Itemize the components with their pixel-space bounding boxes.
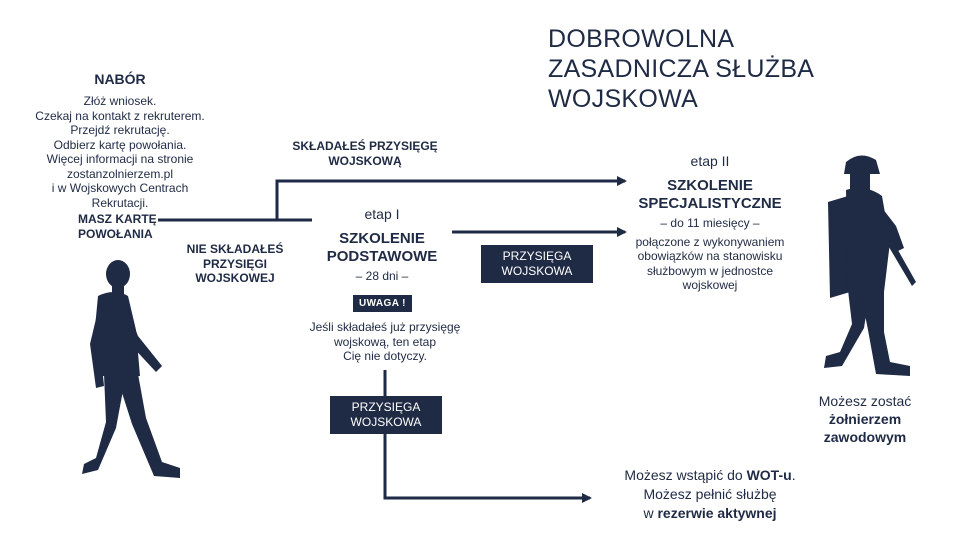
walking-man-silhouette-icon [82,260,180,478]
nabor-step: Odbierz kartę powołania. [53,137,187,152]
title-line-3: WOJSKOWA [548,85,699,113]
connector-to-wot [383,370,592,503]
nabor-steps: Złóż wniosek. Czekaj na kontakt z rekrut… [22,94,218,210]
masz-karte-label: MASZ KARTĘ POWOŁANIA [78,212,157,241]
etap2-duration: – do 11 miesięcy – [660,216,760,230]
page-title: DOBROWOLNA ZASADNICZA SŁUŻBA WOJSKOWA [548,24,868,114]
nabor-block: NABÓR Złóż wniosek. Czekaj na kontakt z … [22,70,218,210]
soldier-silhouette-icon [824,155,916,376]
nie-skladales-label: NIE SKŁADAŁEŚ PRZYSIĘGI WOJSKOWEJ [186,242,284,285]
uwaga-badge: UWAGA ! [353,295,412,312]
outcome-wot: Możesz wstąpić do WOT-u. Możesz pełnić s… [624,467,796,521]
skladales-label: SKŁADAŁEŚ PRZYSIĘGĘ WOJSKOWĄ [292,139,438,168]
nabor-step: Rekrutacji. [91,195,149,210]
etap2-label: etap II [690,153,730,169]
etap2-desc: połączone z wykonywaniem obowiązków na s… [635,234,785,293]
nabor-step: i w Wojskowych Centrach [51,181,189,195]
etap2-block: etap II SZKOLENIE SPECJALISTYCZNE – do 1… [620,153,800,293]
title-line-2: ZASADNICZA SŁUŻBA [548,55,815,83]
nabor-heading: NABÓR [94,71,146,87]
przysiega-box-upper: PRZYSIĘGA WOJSKOWA [481,245,593,283]
connector-to-etap2-upper [275,176,627,220]
etap1-block: etap I SZKOLENIE PODSTAWOWE – 28 dni – [316,206,448,284]
nabor-step: zostanzolnierzem.pl [66,166,174,181]
nabor-step: Więcej informacji na stronie [46,152,194,166]
przysiega-box-lower: PRZYSIĘGA WOJSKOWA [330,396,442,434]
title-line-1: DOBROWOLNA [548,25,735,53]
etap1-duration: – 28 dni – [355,269,409,283]
etap1-name: SZKOLENIE PODSTAWOWE [326,230,438,265]
nabor-step: Czekaj na kontakt z rekruterem. [35,108,205,123]
etap1-label: etap I [364,206,400,222]
nabor-step: Złóż wniosek. [83,94,157,108]
nabor-step: Przejdź rekrutację. [70,123,170,137]
outcome-soldier: Możesz zostać żołnierzem zawodowym [818,393,912,445]
etap1-note: Jeśli składałeś już przysięgę wojskową, … [309,320,461,363]
etap2-name: SZKOLENIE SPECJALISTYCZNE [638,177,782,212]
